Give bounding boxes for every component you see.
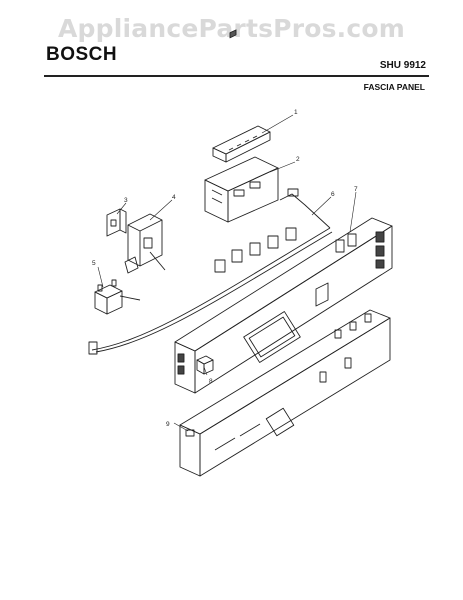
part-9-rear-cover[interactable]: [179, 309, 391, 477]
part-4-switch-housing[interactable]: [124, 213, 163, 274]
model-number: SHU 9912: [379, 60, 426, 71]
callout-9: 9: [166, 421, 170, 428]
part-6-wiring-harness[interactable]: [88, 188, 333, 355]
section-title: FASCIA PANEL: [363, 82, 425, 92]
part-2-control-module[interactable]: [204, 156, 279, 223]
part-8-block[interactable]: [196, 355, 214, 375]
part-5-switch[interactable]: [94, 279, 123, 315]
part-1-keypad[interactable]: [212, 29, 271, 163]
callout-7: 7: [354, 186, 358, 193]
watermark-text: AppliancePartsPros.com: [57, 14, 406, 43]
callout-leaders: [97, 114, 357, 432]
callout-8: 8: [209, 378, 213, 385]
part-3-bracket[interactable]: [106, 208, 127, 237]
callout-3: 3: [124, 197, 128, 204]
callout-6: 6: [331, 191, 335, 198]
callout-5: 5: [92, 260, 96, 267]
callout-4: 4: [172, 194, 176, 201]
part-7-fascia-panel[interactable]: [174, 217, 393, 394]
callout-2: 2: [296, 156, 300, 163]
header-rule: [44, 75, 429, 77]
callout-1: 1: [294, 109, 298, 116]
brand-logo: BOSCH: [46, 44, 118, 65]
callout-labels: 1 2 3 4 5 6 7 8 9: [92, 109, 358, 428]
